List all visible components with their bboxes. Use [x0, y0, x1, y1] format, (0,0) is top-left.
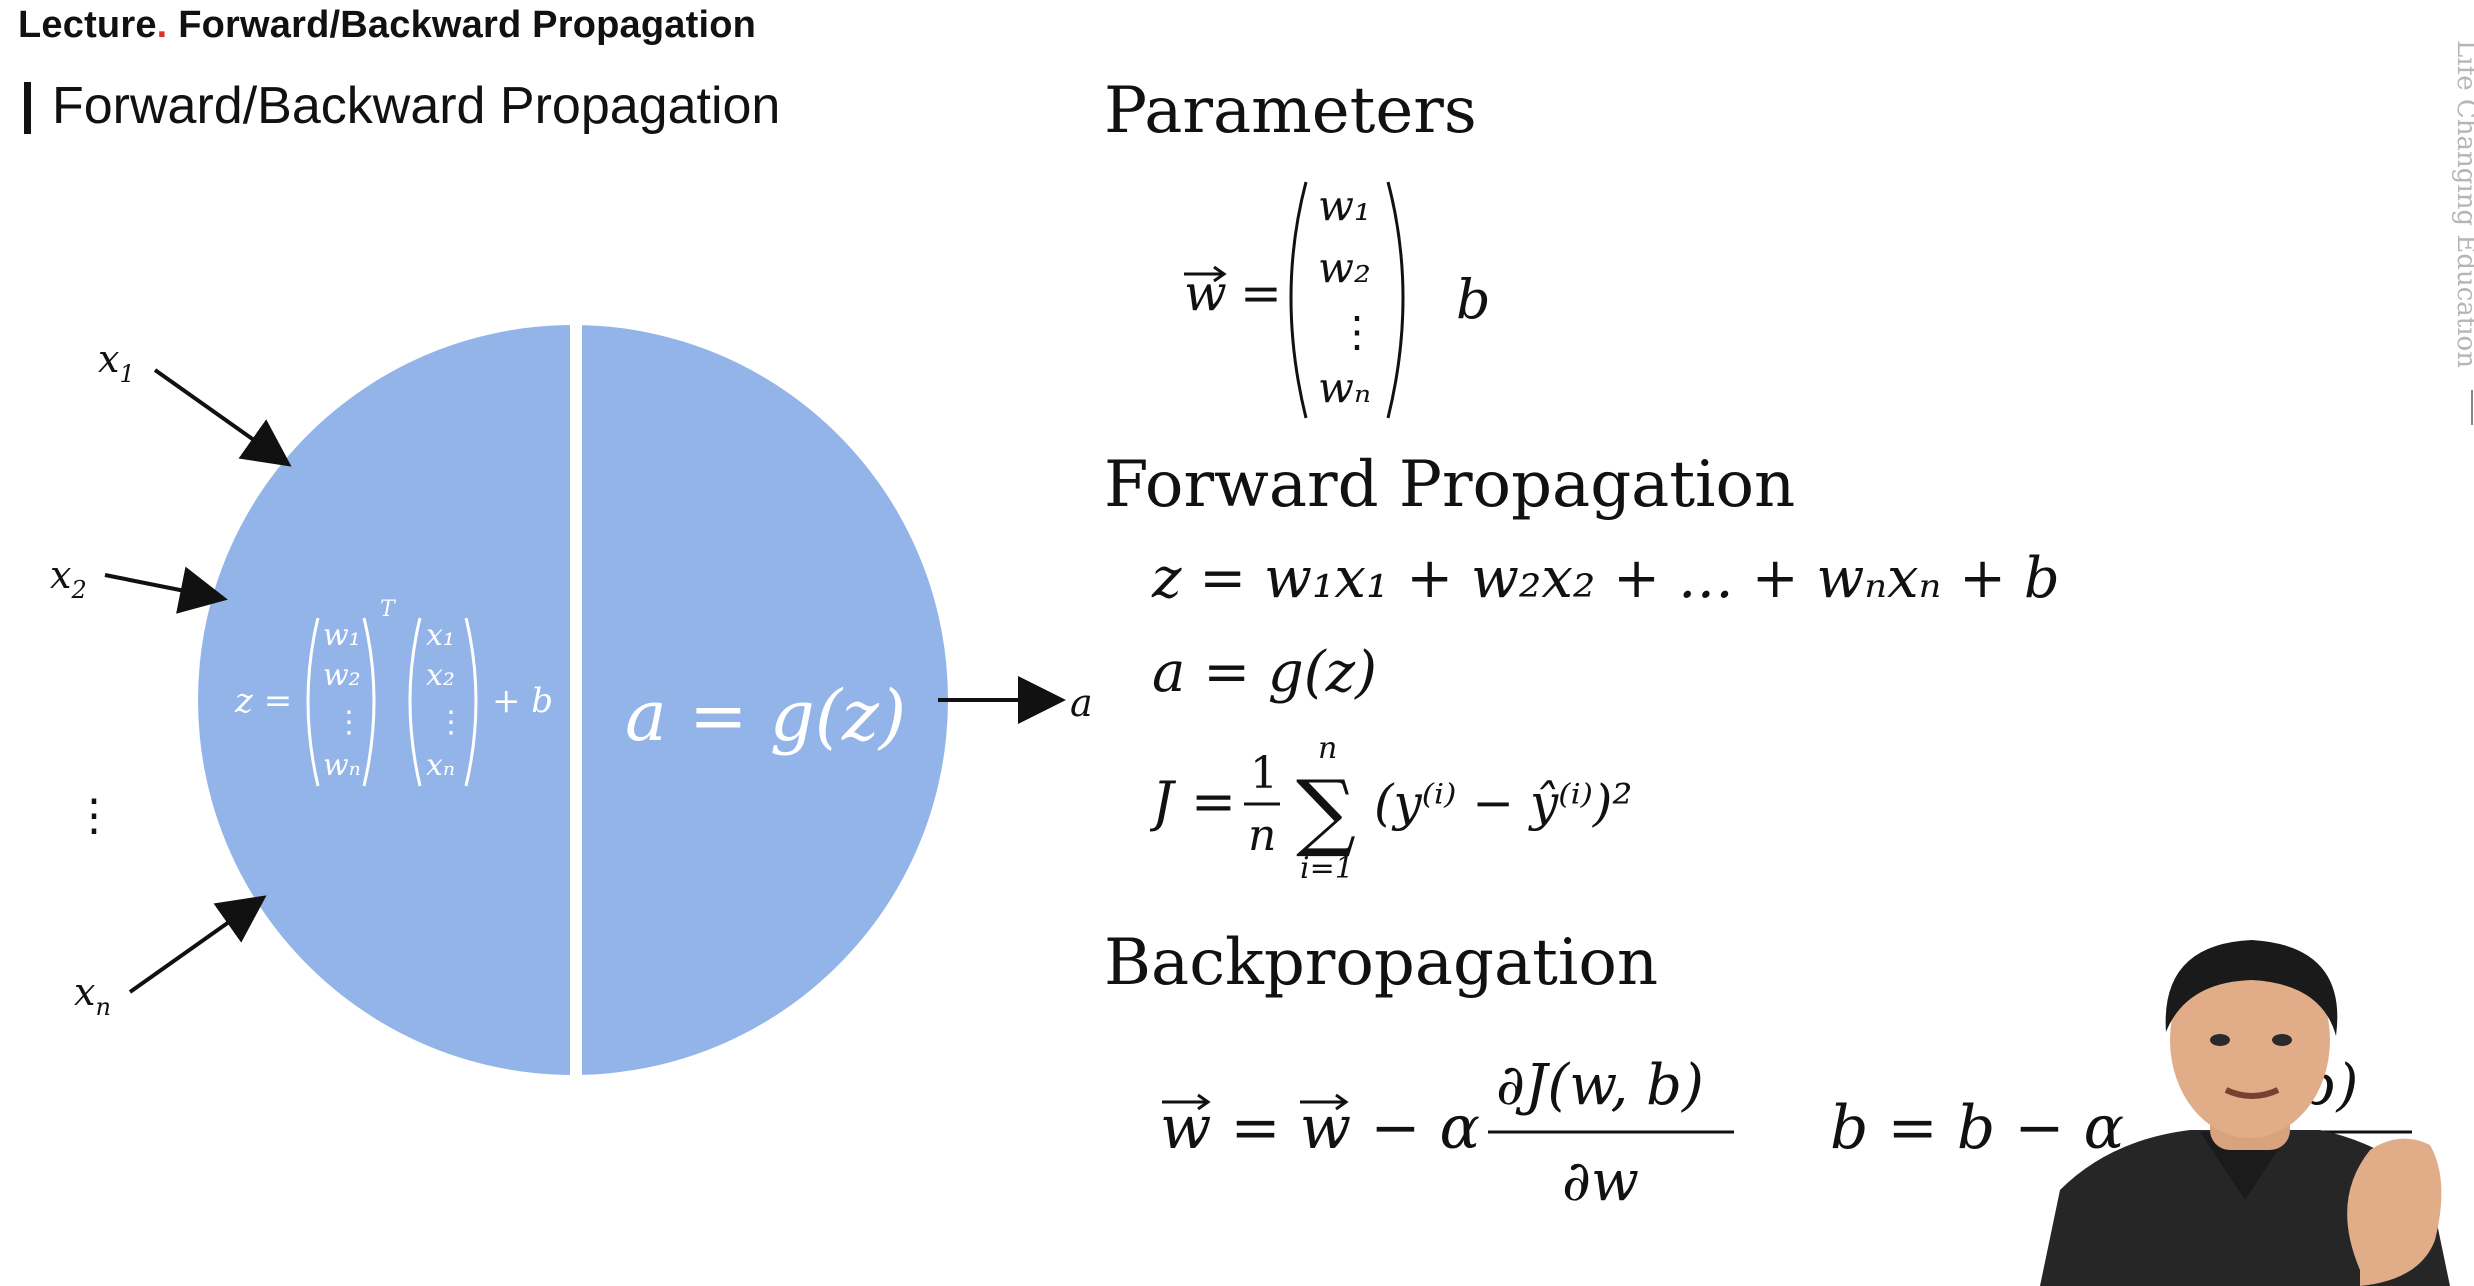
w-vector-right-paren: [362, 617, 376, 787]
transpose-mark: T: [380, 597, 397, 622]
lecture-title: Lecture. Forward/Backward Propagation: [18, 4, 756, 47]
watermark: Life Changing Education: [2451, 40, 2474, 425]
lecture-dot: .: [156, 4, 168, 46]
x-vector-entry-1: x₁: [426, 618, 455, 653]
presenter-video: [2040, 940, 2450, 1286]
neuron-left-half: [198, 325, 570, 1075]
w-vector-entry-2: w₂: [323, 658, 361, 693]
param-entry-4: wₙ: [1318, 363, 1371, 412]
x-vector-left-paren: [408, 617, 422, 787]
input-ellipsis: ⋮: [72, 790, 116, 841]
x-vector-entry-2: x₂: [426, 658, 455, 693]
forward-heading: Forward Propagation: [1104, 448, 1796, 522]
watermark-text: Life Changing Education: [2451, 40, 2474, 368]
svg-text:i=1: i=1: [1300, 851, 1354, 886]
w-vector-entry-3: ⋮: [334, 705, 364, 740]
param-entry-2: w₂: [1318, 243, 1371, 292]
input-arrow-n: [128, 895, 267, 994]
svg-text:n: n: [1248, 810, 1276, 861]
svg-text:J =: J =: [1150, 770, 1236, 833]
presenter-shirt: [2040, 1130, 2450, 1286]
param-right-paren: [1386, 181, 1405, 419]
svg-text:∂J(w, b): ∂J(w, b): [1496, 1053, 1704, 1118]
backprop-eq-w: w = w − α ∂J(w, b) ∂w: [1160, 1053, 1734, 1214]
parameters-heading: Parameters: [1104, 74, 1477, 148]
param-equals: =: [1240, 264, 1282, 322]
neuron-diagram: x1 x2 ⋮ xn a z = w₁ w₂ ⋮ wₙ T x₁ x₂ ⋮ xₙ…: [50, 325, 1093, 1075]
left-formula-bias: + b: [492, 681, 553, 721]
forward-eq-j: J = 1 n n ∑ i=1 (y⁽ⁱ⁾ − ŷ⁽ⁱ⁾)²: [1150, 731, 1632, 886]
svg-text:w = w − α: w = w − α: [1160, 1093, 1480, 1163]
w-vector-left-paren: [306, 617, 320, 787]
param-entry-1: w₁: [1318, 181, 1371, 230]
svg-text:b = b − α: b = b − α: [1830, 1093, 2124, 1163]
x-vector-entry-4: xₙ: [426, 748, 455, 783]
section-accent-bar: [24, 82, 31, 134]
svg-text:1: 1: [1250, 748, 1278, 799]
left-formula-lhs: z =: [234, 681, 292, 721]
input-label-2: x2: [50, 553, 87, 604]
svg-text:n: n: [1318, 731, 1337, 766]
backprop-heading: Backpropagation: [1104, 926, 1659, 1000]
param-entry-3: ⋮: [1336, 307, 1378, 356]
x-vector-entry-3: ⋮: [436, 705, 466, 740]
lecture-name: Forward/Backward Propagation: [178, 4, 757, 46]
svg-text:∑: ∑: [1296, 762, 1356, 860]
parameters-equation: w = w₁ w₂ ⋮ wₙ b: [1184, 181, 1491, 419]
w-vector-entry-4: wₙ: [323, 748, 361, 783]
input-arrow-2: [104, 566, 228, 614]
forward-eq-z: z = w₁x₁ + w₂x₂ + … + wₙxₙ + b: [1152, 546, 2060, 611]
w-vector-entry-1: w₁: [323, 618, 361, 653]
presenter-face: [2170, 942, 2330, 1138]
svg-text:(y⁽ⁱ⁾ − ŷ⁽ⁱ⁾)²: (y⁽ⁱ⁾ − ŷ⁽ⁱ⁾)²: [1374, 774, 1632, 832]
param-left-paren: [1289, 181, 1308, 419]
param-bias: b: [1456, 268, 1491, 331]
output-label: a: [1070, 681, 1093, 725]
presenter-hand: [2347, 1138, 2442, 1286]
neuron-right-half: [582, 325, 948, 1075]
input-label-1: x1: [98, 337, 135, 388]
input-arrow-1: [153, 368, 292, 467]
right-formula: a = g(z): [625, 675, 906, 757]
svg-text:∂w: ∂w: [1562, 1149, 1639, 1214]
section-title: Forward/Backward Propagation: [52, 77, 781, 135]
x-vector-right-paren: [464, 617, 478, 787]
lecture-prefix: Lecture: [18, 4, 157, 46]
presenter-hair: [2165, 940, 2338, 1036]
forward-eq-a: a = g(z): [1152, 640, 1377, 705]
input-label-n: xn: [74, 970, 111, 1021]
